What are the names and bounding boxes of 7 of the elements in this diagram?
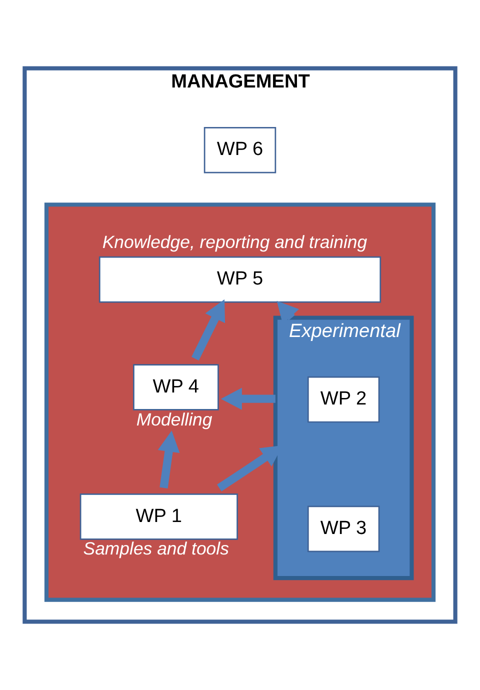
- arrow: [220, 388, 276, 410]
- arrow: [158, 430, 180, 488]
- node-label: Samples and tools: [83, 538, 229, 559]
- arrow: [192, 299, 226, 360]
- node-label: Knowledge, reporting and training: [102, 232, 368, 252]
- cluster: [44, 202, 436, 602]
- node-label: Modelling: [136, 409, 212, 430]
